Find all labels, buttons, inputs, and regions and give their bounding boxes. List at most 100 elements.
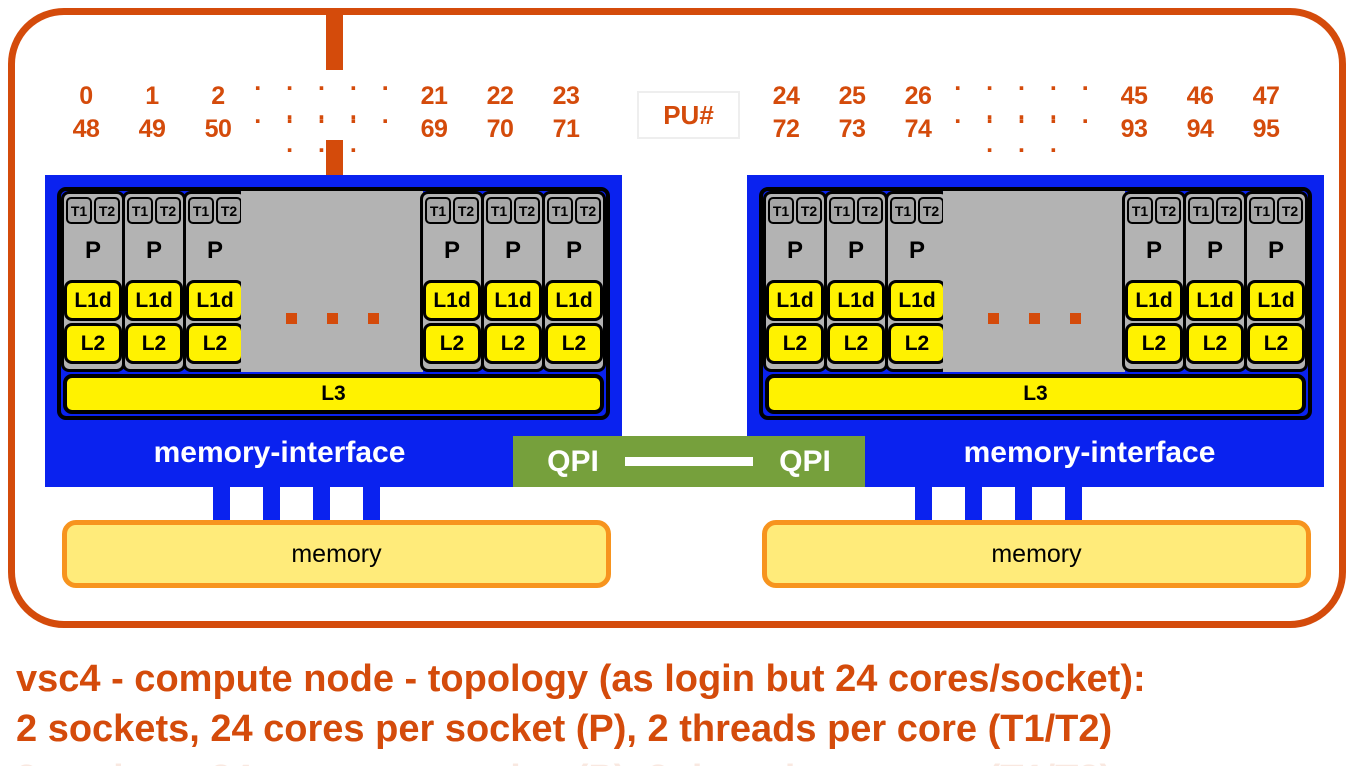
pu-number: 47 <box>1252 82 1280 110</box>
thread-t2[interactable]: T2 <box>1216 197 1242 224</box>
cache-l1d[interactable]: L1d <box>1247 280 1305 321</box>
pu-number-row: 72 73 74 . . . . . . . . 93 94 95 <box>753 101 1299 158</box>
core-21[interactable]: T1 T2 P L1d L2 <box>420 191 484 372</box>
cache-l1d[interactable]: L1d <box>827 280 885 321</box>
cache-l3[interactable]: L3 <box>63 374 604 414</box>
memory-channels-socket-1 <box>915 487 1082 523</box>
node-uplink-stub-top <box>326 8 343 70</box>
thread-t2[interactable]: T2 <box>514 197 540 224</box>
cache-l2[interactable]: L2 <box>64 323 122 364</box>
thread-t1[interactable]: T1 <box>127 197 153 224</box>
cache-l2[interactable]: L2 <box>888 323 946 364</box>
thread-t1[interactable]: T1 <box>66 197 92 224</box>
cache-l1d[interactable]: L1d <box>766 280 824 321</box>
cache-l1d[interactable]: L1d <box>186 280 244 321</box>
thread-t1[interactable]: T1 <box>1249 197 1275 224</box>
cache-l2[interactable]: L2 <box>545 323 603 364</box>
cache-l2[interactable]: L2 <box>766 323 824 364</box>
core-pu-label: P <box>1186 224 1244 278</box>
cache-l2[interactable]: L2 <box>484 323 542 364</box>
thread-t1[interactable]: T1 <box>486 197 512 224</box>
thread-t1[interactable]: T1 <box>547 197 573 224</box>
thread-t2[interactable]: T2 <box>1277 197 1303 224</box>
cache-l1d[interactable]: L1d <box>1125 280 1183 321</box>
core-0[interactable]: T1 T2 P L1d L2 <box>61 191 125 372</box>
cache-l1d[interactable]: L1d <box>484 280 542 321</box>
cache-l2[interactable]: L2 <box>186 323 244 364</box>
cache-l2[interactable]: L2 <box>125 323 183 364</box>
pu-number: 94 <box>1186 115 1214 143</box>
cache-l1d[interactable]: L1d <box>1186 280 1244 321</box>
core-46[interactable]: T1 T2 P L1d L2 <box>1183 191 1247 372</box>
cache-l1d[interactable]: L1d <box>423 280 481 321</box>
memory-channel <box>915 487 932 523</box>
thread-t1[interactable]: T1 <box>890 197 916 224</box>
pu-number: 93 <box>1120 115 1148 143</box>
memory-bank-socket-0[interactable]: memory <box>62 520 611 588</box>
socket-1: T1 T2 P L1d L2 T1 T2 P L1d L2 T1 T2 <box>747 175 1324 487</box>
cache-l1d[interactable]: L1d <box>64 280 122 321</box>
core-pu-label: P <box>1247 224 1305 278</box>
core-1[interactable]: T1 T2 P L1d L2 <box>122 191 186 372</box>
cache-l3[interactable]: L3 <box>765 374 1306 414</box>
pu-number-row: 24 25 26 . . . . . . . . 45 46 47 <box>753 68 1299 125</box>
cache-l1d[interactable]: L1d <box>125 280 183 321</box>
thread-t2[interactable]: T2 <box>216 197 242 224</box>
core-pu-label: P <box>484 224 542 278</box>
thread-t1[interactable]: T1 <box>1188 197 1214 224</box>
thread-t1[interactable]: T1 <box>1127 197 1153 224</box>
cache-l2[interactable]: L2 <box>1186 323 1244 364</box>
thread-t1[interactable]: T1 <box>425 197 451 224</box>
pu-number: 45 <box>1120 82 1148 110</box>
qpi-socket-0[interactable]: QPI <box>513 436 633 487</box>
thread-row: T1 T2 <box>186 194 244 224</box>
thread-t1[interactable]: T1 <box>188 197 214 224</box>
memory-channel <box>313 487 330 523</box>
ellipsis-dot <box>326 313 338 324</box>
thread-t2[interactable]: T2 <box>575 197 601 224</box>
caption-line-1: vsc4 - compute node - topology (as login… <box>16 658 1146 700</box>
core-26[interactable]: T1 T2 P L1d L2 <box>885 191 949 372</box>
thread-t2[interactable]: T2 <box>94 197 120 224</box>
cache-l2[interactable]: L2 <box>1247 323 1305 364</box>
core-pu-label: P <box>766 224 824 278</box>
thread-t2[interactable]: T2 <box>155 197 181 224</box>
core-24[interactable]: T1 T2 P L1d L2 <box>763 191 827 372</box>
core-47[interactable]: T1 T2 P L1d L2 <box>1244 191 1308 372</box>
thread-row: T1 T2 <box>545 194 603 224</box>
thread-t2[interactable]: T2 <box>918 197 944 224</box>
thread-t2[interactable]: T2 <box>857 197 883 224</box>
cache-l2[interactable]: L2 <box>1125 323 1183 364</box>
core-45[interactable]: T1 T2 P L1d L2 <box>1122 191 1186 372</box>
thread-t1[interactable]: T1 <box>829 197 855 224</box>
pu-number-ellipsis: . . . . . . . . <box>954 67 1098 125</box>
caption-line-3: 2 sockets, 24 cores per socket (P), 2 th… <box>16 754 1356 766</box>
pu-number: 22 <box>486 82 514 110</box>
pu-number: 26 <box>904 82 932 110</box>
thread-t2[interactable]: T2 <box>453 197 479 224</box>
core-22[interactable]: T1 T2 P L1d L2 <box>481 191 545 372</box>
cache-l1d[interactable]: L1d <box>888 280 946 321</box>
cache-l2[interactable]: L2 <box>423 323 481 364</box>
core-23[interactable]: T1 T2 P L1d L2 <box>542 191 606 372</box>
pu-number: 21 <box>420 82 448 110</box>
memory-channel <box>363 487 380 523</box>
thread-row: T1 T2 <box>827 194 885 224</box>
memory-bank-socket-1[interactable]: memory <box>762 520 1311 588</box>
cache-l2[interactable]: L2 <box>827 323 885 364</box>
qpi-socket-1[interactable]: QPI <box>745 436 865 487</box>
thread-t2[interactable]: T2 <box>1155 197 1181 224</box>
core-ellipsis-filler <box>943 191 1125 372</box>
memory-channel <box>213 487 230 523</box>
core-pu-label: P <box>545 224 603 278</box>
thread-t1[interactable]: T1 <box>768 197 794 224</box>
ellipsis-dots <box>943 313 1125 324</box>
cache-l1d[interactable]: L1d <box>545 280 603 321</box>
pu-number: 73 <box>838 115 866 143</box>
core-25[interactable]: T1 T2 P L1d L2 <box>824 191 888 372</box>
thread-t2[interactable]: T2 <box>796 197 822 224</box>
core-2[interactable]: T1 T2 P L1d L2 <box>183 191 247 372</box>
pu-number-ellipsis: . . . . . . . . <box>254 67 398 125</box>
core-pu-label: P <box>186 224 244 278</box>
thread-row: T1 T2 <box>1125 194 1183 224</box>
